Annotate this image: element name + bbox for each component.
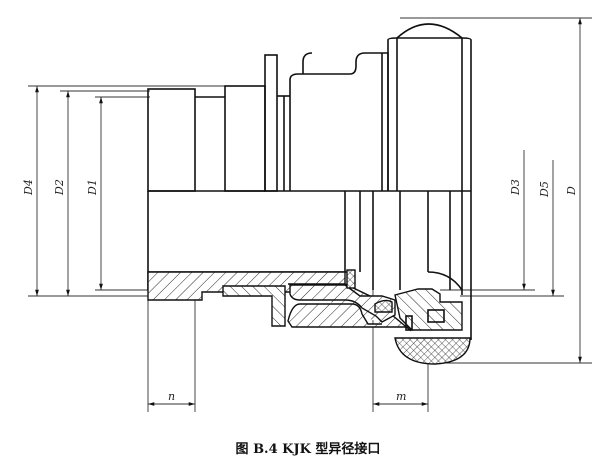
rubber-ring — [394, 337, 471, 365]
lock-pin — [427, 309, 445, 323]
label-n: n — [168, 390, 175, 403]
figure-caption: 图 B.4 KJK 型异径接口 — [235, 442, 381, 457]
seal-ring — [346, 269, 356, 289]
dimension-lines — [35, 18, 582, 406]
flange-section — [222, 285, 286, 327]
label-d2: D2 — [53, 179, 66, 196]
label-d1: D1 — [86, 179, 99, 196]
label-d: D — [565, 186, 578, 196]
upper-outline — [147, 23, 472, 192]
label-d5: D5 — [538, 181, 551, 198]
gasket — [374, 299, 393, 313]
extension-lines — [28, 17, 592, 412]
label-m: m — [396, 390, 406, 403]
label-d4: D4 — [22, 179, 35, 196]
screw — [405, 315, 413, 331]
lower-section — [147, 191, 472, 365]
adapter-body-section — [289, 284, 396, 323]
label-d3: D3 — [509, 179, 522, 196]
